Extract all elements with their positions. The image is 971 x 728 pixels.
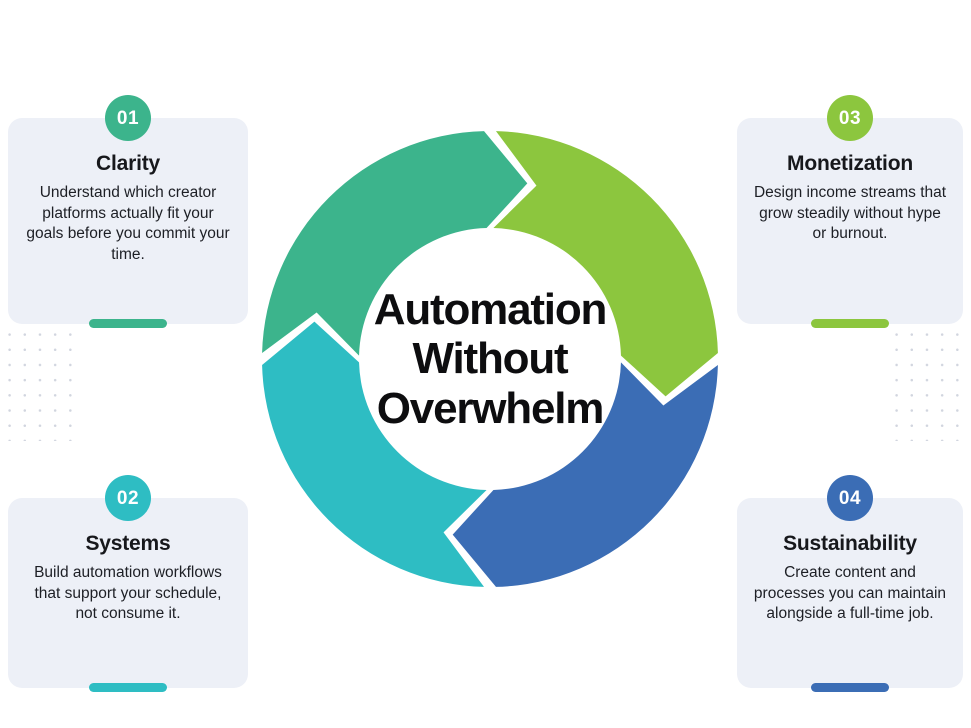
- card-sustainability[interactable]: 04 Sustainability Create content and pro…: [737, 475, 963, 692]
- badge-01: 01: [105, 95, 151, 141]
- card-monetization[interactable]: 03 Monetization Design income streams th…: [737, 95, 963, 328]
- dot-pattern-right: [887, 325, 971, 441]
- badge-02: 02: [105, 475, 151, 521]
- donut-svg: [262, 131, 718, 587]
- card-title-sustainability: Sustainability: [783, 532, 917, 555]
- donut-segment-clarity[interactable]: [262, 131, 528, 356]
- donut-segment-systems[interactable]: [262, 321, 487, 587]
- card-title-monetization: Monetization: [787, 152, 913, 175]
- card-clarity[interactable]: 01 Clarity Understand which creator plat…: [8, 95, 248, 328]
- card-desc-sustainability: Create content and processes you can mai…: [753, 564, 947, 623]
- accent-bar-clarity: [89, 319, 167, 328]
- donut-segment-monetization[interactable]: [493, 131, 718, 397]
- accent-bar-systems: [89, 683, 167, 692]
- card-title-clarity: Clarity: [96, 152, 160, 175]
- card-desc-clarity: Understand which creator platforms actua…: [26, 184, 230, 263]
- card-systems[interactable]: 02 Systems Build automation workflows th…: [8, 475, 248, 692]
- accent-bar-sustainability: [811, 683, 889, 692]
- dot-pattern-left: [0, 325, 84, 441]
- card-title-systems: Systems: [85, 532, 171, 555]
- cycle-donut-chart: Automation Without Overwhelm: [249, 118, 731, 600]
- card-desc-monetization: Design income streams that grow steadily…: [753, 184, 947, 243]
- card-desc-systems: Build automation workflows that support …: [34, 564, 222, 623]
- badge-04: 04: [827, 475, 873, 521]
- accent-bar-monetization: [811, 319, 889, 328]
- badge-03: 03: [827, 95, 873, 141]
- donut-segment-sustainability[interactable]: [452, 362, 718, 587]
